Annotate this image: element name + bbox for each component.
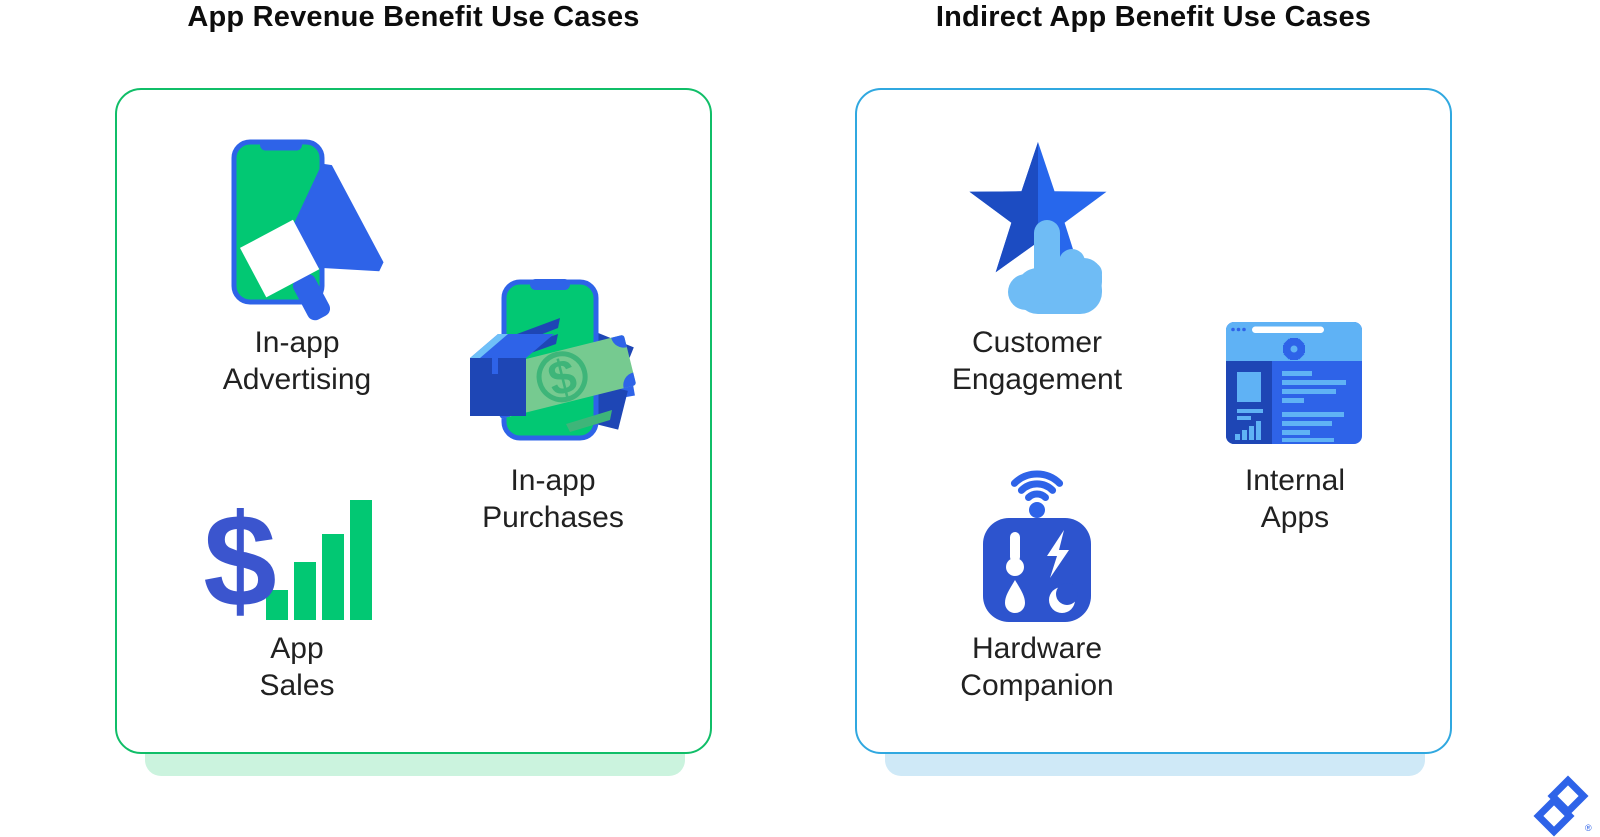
- svg-text:®: ®: [1585, 823, 1592, 833]
- customer-engagement-label: Customer Engagement: [912, 324, 1162, 398]
- label-line: App: [270, 632, 324, 665]
- label-line: Advertising: [222, 363, 372, 396]
- phone-megaphone-icon: [231, 139, 384, 321]
- toptal-logo-icon: ®: [1533, 775, 1592, 837]
- internal-apps-label: Internal Apps: [1170, 462, 1420, 536]
- label-line: Internal: [1244, 464, 1346, 497]
- label-line: Purchases: [482, 501, 624, 534]
- label-line: Sales: [259, 669, 335, 702]
- in-app-advertising-icon: [210, 134, 384, 321]
- label-line: Customer: [971, 326, 1103, 359]
- internal-apps-icon: [1226, 322, 1362, 444]
- smart-device-icon: [983, 470, 1091, 622]
- app-sales-icon: $: [200, 487, 376, 634]
- label-line: Companion: [960, 669, 1114, 702]
- hardware-companion-icon: [967, 448, 1107, 628]
- label-line: In-app: [254, 326, 340, 359]
- left-panel-title: App Revenue Benefit Use Cases: [187, 1, 640, 33]
- right-panel-title: Indirect App Benefit Use Cases: [935, 1, 1372, 33]
- hardware-companion-label: Hardware Companion: [912, 630, 1162, 704]
- label-line: Engagement: [951, 363, 1123, 396]
- browser-window-icon: [1226, 322, 1362, 444]
- app-sales-label: App Sales: [172, 630, 422, 704]
- label-line: Apps: [1260, 501, 1330, 534]
- in-app-advertising-label: In-app Advertising: [172, 324, 422, 398]
- in-app-purchases-icon: $: [462, 272, 638, 448]
- dollar-chart-icon: $: [203, 487, 372, 634]
- phone-money-icon: $: [470, 279, 637, 441]
- svg-text:$: $: [203, 487, 276, 634]
- label-line: Hardware: [971, 632, 1103, 665]
- label-line: In-app: [510, 464, 596, 497]
- star-hand-icon: [969, 142, 1107, 314]
- in-app-purchases-label: In-app Purchases: [428, 462, 678, 536]
- toptal-logo: ®: [1533, 775, 1592, 837]
- customer-engagement-icon: [950, 136, 1126, 314]
